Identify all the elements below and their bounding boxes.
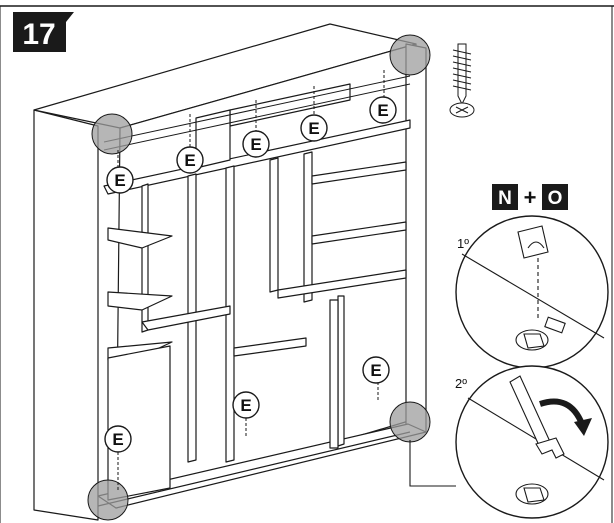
wardrobe [33, 23, 427, 521]
screw-labels: E E E E E E E [104, 70, 397, 490]
corner-fitting-top-left [91, 113, 133, 155]
svg-text:1º: 1º [457, 236, 469, 251]
detail-leader-line [409, 440, 456, 487]
top-rail [103, 75, 411, 151]
e-label: E [242, 100, 270, 158]
svg-text:+: + [524, 185, 537, 210]
svg-text:E: E [114, 171, 125, 190]
screw-icon [449, 43, 475, 118]
svg-text:2º: 2º [455, 376, 467, 391]
right-side-panel [405, 43, 427, 433]
e-label: E [300, 86, 328, 142]
svg-text:E: E [377, 101, 388, 120]
page-frame [0, 5, 614, 523]
step-number: 17 [22, 18, 55, 51]
step-number-badge: 17 [13, 12, 74, 52]
svg-text:O: O [548, 188, 563, 209]
wrench-icon [509, 375, 565, 459]
fitting-badge: N + O [492, 184, 568, 210]
detail-view-2: 2º [455, 365, 609, 519]
e-label: E [362, 356, 390, 400]
svg-text:E: E [112, 430, 123, 449]
svg-text:E: E [250, 135, 261, 154]
corner-fitting-bottom-left [87, 479, 129, 521]
svg-text:E: E [370, 361, 381, 380]
corner-fittings [87, 34, 431, 521]
detail-view-1: 1º [455, 215, 609, 369]
svg-text:E: E [308, 119, 319, 138]
svg-text:E: E [184, 151, 195, 170]
e-label: E [176, 114, 204, 174]
e-label: E [104, 425, 132, 490]
e-label: E [232, 391, 260, 436]
rotate-arrow-icon [539, 398, 592, 436]
e-label: E [369, 70, 397, 124]
svg-text:N: N [498, 188, 512, 209]
left-side-panel [33, 109, 99, 521]
svg-text:E: E [240, 396, 251, 415]
corner-fitting-top-right [389, 34, 431, 76]
e-label: E [106, 150, 134, 194]
corner-fitting-bottom-right [389, 401, 431, 443]
